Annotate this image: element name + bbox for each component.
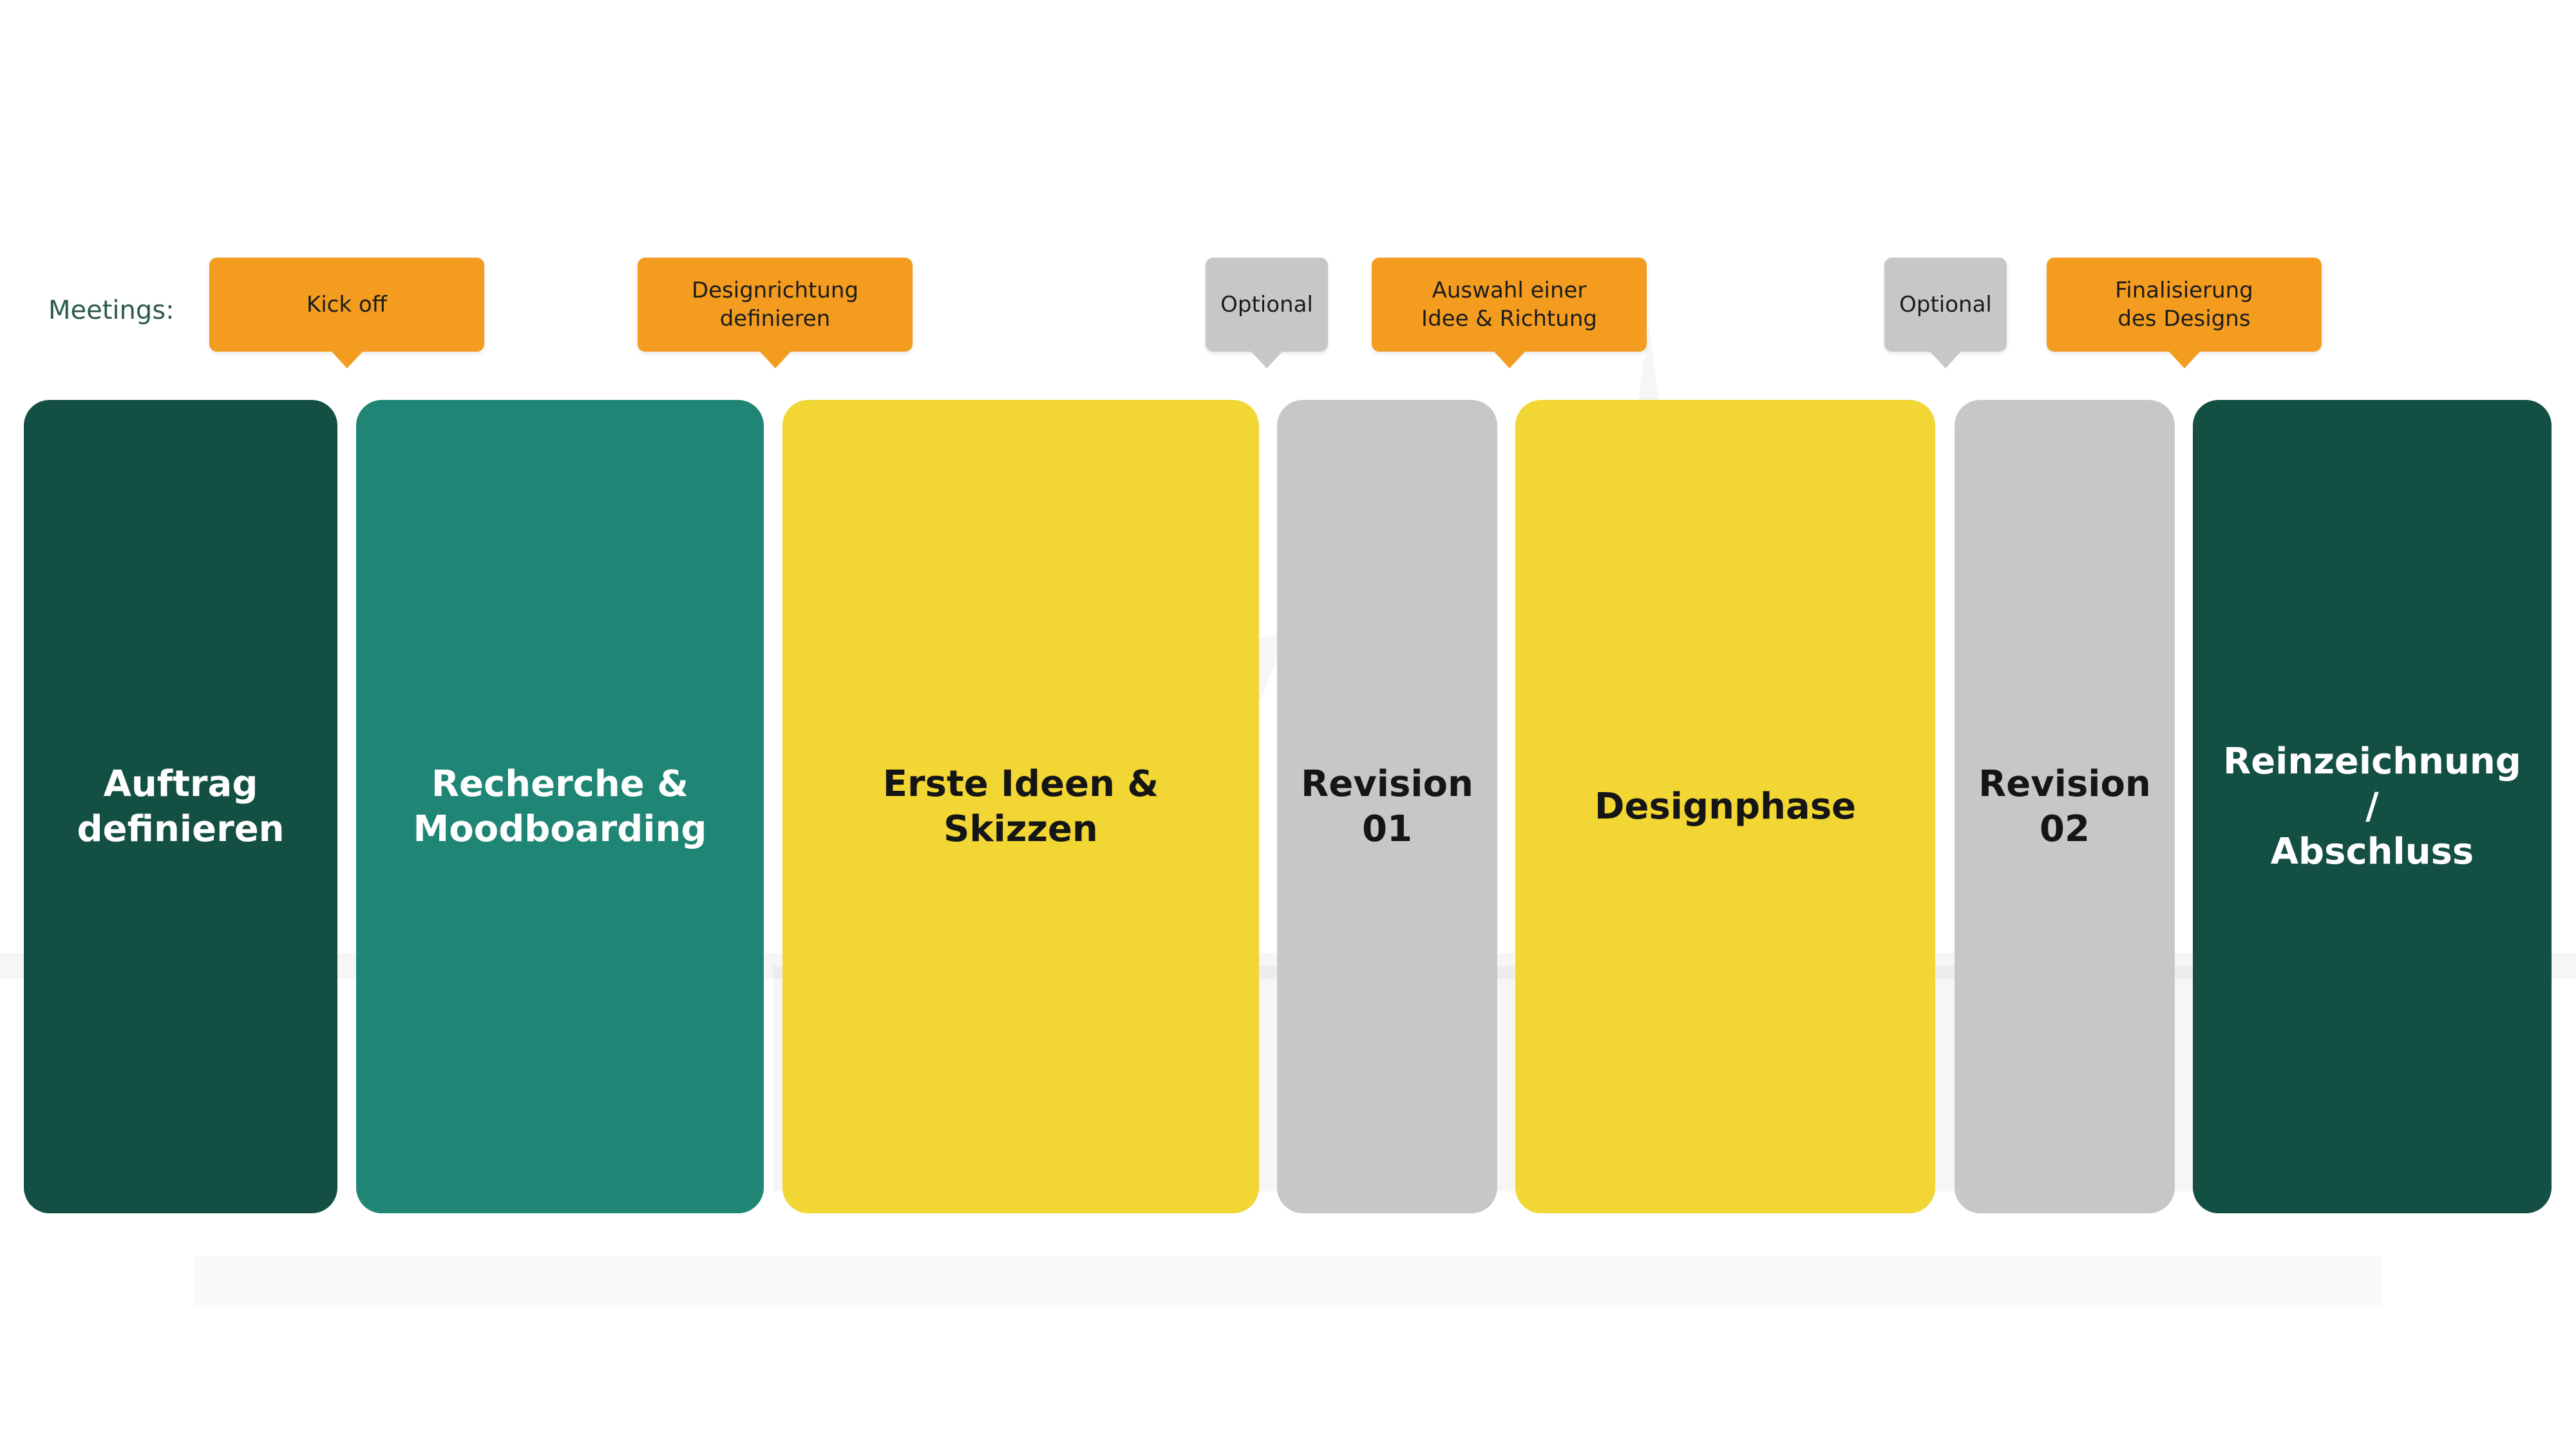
meeting-bubble-label: Finalisierung des Designs bbox=[2115, 278, 2253, 332]
meeting-bubble-label: Auswahl einer Idee & Richtung bbox=[1421, 278, 1597, 332]
phase-erste-ideen-skizzen: Erste Ideen & Skizzen bbox=[782, 400, 1259, 1213]
meeting-bubble-label: Optional bbox=[1220, 292, 1313, 317]
phase-recherche-moodboarding: Recherche & Moodboarding bbox=[356, 400, 764, 1213]
meeting-bubble-label: Designrichtung definieren bbox=[691, 278, 859, 332]
meeting-bubble-kick-off: Kick off bbox=[209, 258, 484, 368]
phase-label: Recherche & Moodboarding bbox=[413, 762, 707, 850]
meeting-bubble-auswahl: Auswahl einer Idee & Richtung bbox=[1372, 258, 1647, 368]
phase-label: Erste Ideen & Skizzen bbox=[882, 762, 1159, 850]
phase-label: Revision 02 bbox=[1978, 762, 2151, 850]
phase-reinzeichnung-abschluss: Reinzeichnung / Abschluss bbox=[2193, 400, 2552, 1213]
meeting-bubble-designrichtung: Designrichtung definieren bbox=[638, 258, 913, 368]
meeting-bubble-optional-2: Optional bbox=[1884, 258, 2007, 368]
phase-revision-02: Revision 02 bbox=[1955, 400, 2175, 1213]
phase-label: Designphase bbox=[1595, 785, 1856, 828]
phase-auftrag-definieren: Auftrag definieren bbox=[24, 400, 337, 1213]
meeting-bubble-label: Kick off bbox=[306, 292, 388, 317]
phase-label: Revision 01 bbox=[1301, 762, 1473, 850]
meetings-label: Meetings: bbox=[48, 296, 175, 325]
phase-label: Auftrag definieren bbox=[77, 762, 285, 850]
meeting-bubble-finalisierung: Finalisierung des Designs bbox=[2047, 258, 2322, 368]
meeting-bubble-optional-1: Optional bbox=[1206, 258, 1328, 368]
phase-label: Reinzeichnung / Abschluss bbox=[2223, 740, 2521, 873]
meeting-bubble-label: Optional bbox=[1899, 292, 1992, 317]
phase-revision-01: Revision 01 bbox=[1277, 400, 1497, 1213]
phase-designphase: Designphase bbox=[1515, 400, 1935, 1213]
